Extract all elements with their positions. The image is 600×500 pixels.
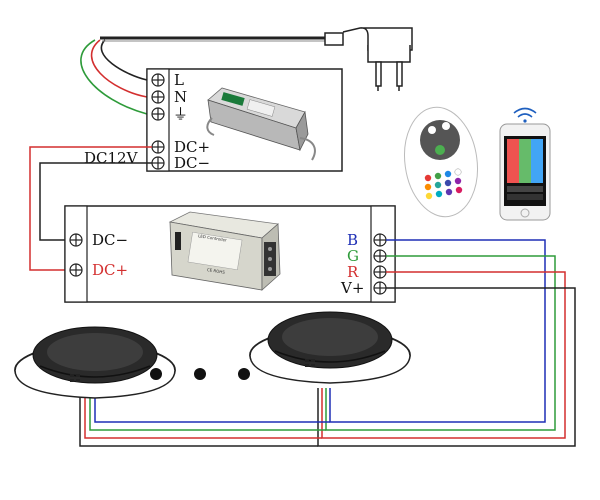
wire-blue	[329, 239, 546, 423]
led-controller-icon: LED Controller CE ROHS	[168, 211, 281, 291]
wifi-icon	[513, 107, 537, 123]
wire-green	[325, 255, 556, 431]
wire-blue-light1	[94, 388, 330, 423]
terminal-screw-icon	[69, 233, 83, 247]
plug-icon	[324, 27, 413, 91]
output-wires	[79, 239, 576, 447]
terminal-screw-icon	[151, 73, 165, 87]
terminal-label-l: L	[174, 71, 184, 89]
mains-cable	[80, 36, 335, 115]
pool-light-icon	[249, 311, 411, 384]
terminal-screw-icon	[151, 90, 165, 104]
wire-dc-plus	[29, 146, 152, 271]
wire-v-plus	[317, 287, 576, 447]
wire-dc-minus	[39, 162, 152, 241]
terminal-screw-icon	[151, 156, 165, 170]
supply-voltage-label: DC12V	[84, 149, 139, 167]
terminal-label-ground: ⏚	[173, 105, 188, 123]
terminal-screw-icon	[373, 249, 387, 263]
terminal-screw-icon	[373, 233, 387, 247]
more-lights-ellipsis	[150, 368, 250, 380]
power-supply-icon	[206, 87, 316, 161]
controller-label-dc-minus: DC−	[92, 231, 128, 249]
wire-green-light1	[89, 388, 326, 431]
controller-label-dc-plus: DC+	[92, 261, 128, 279]
controller-label-v-plus: V+	[340, 279, 364, 297]
controller-label-b: B	[347, 231, 358, 249]
terminal-label-dc-plus: DC+	[174, 138, 210, 156]
smartphone-icon	[499, 107, 551, 221]
wire-red-light1	[84, 388, 322, 439]
remote-control-icon	[404, 106, 478, 218]
terminal-screw-icon	[373, 265, 387, 279]
module-mark: CE ROHS	[207, 267, 226, 275]
module-title: LED Controller	[198, 233, 228, 242]
pool-light-icon	[14, 326, 176, 399]
terminal-label-n: N	[174, 88, 187, 106]
supply-terminals	[151, 73, 165, 170]
controller-label-g: G	[347, 247, 359, 265]
terminal-screw-icon	[69, 263, 83, 277]
terminal-label-dc-minus: DC−	[174, 154, 210, 172]
terminal-screw-icon	[373, 281, 387, 295]
terminal-screw-icon	[151, 107, 165, 121]
wire-v-plus-light1	[79, 388, 318, 447]
terminal-screw-icon	[151, 140, 165, 154]
controller-left-terminals	[69, 233, 83, 277]
controller-label-r: R	[347, 263, 359, 281]
